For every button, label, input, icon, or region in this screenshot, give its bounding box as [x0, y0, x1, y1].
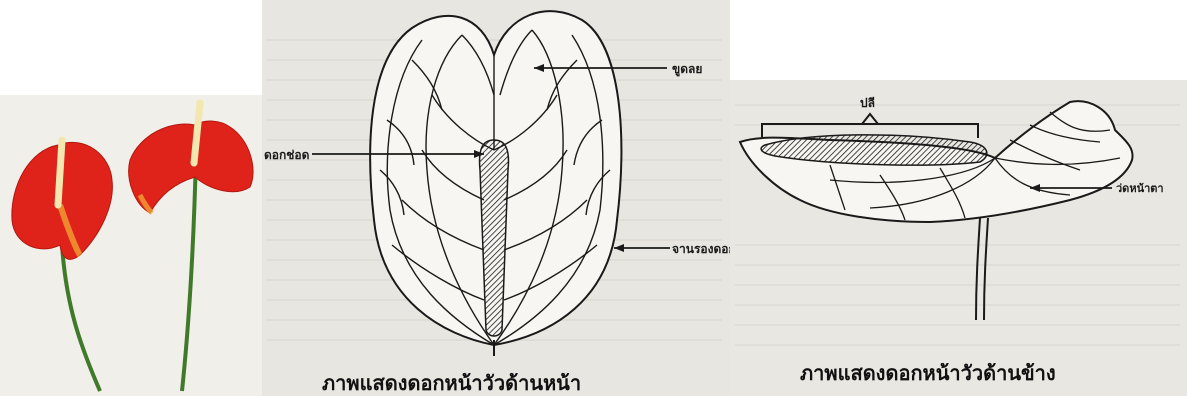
left-spadix — [58, 140, 62, 205]
front-view-diagram: ขูดลย ดอกช่อด จานรองดอก ภาพแสดงดอกหน้าวั… — [262, 0, 730, 396]
label-spathe: จานรองดอก — [672, 242, 730, 256]
label-spadix: ดอกช่อด — [264, 148, 310, 162]
side-label-spathe: ว่ดหน้าตา — [1116, 182, 1164, 195]
front-view-caption: ภาพแสดงดอกหน้าวัวด้านหน้า — [322, 371, 581, 395]
side-view-panel: ปลี ว่ดหน้าตา ภาพแสดงดอกหน้าวัวด้านข้าง — [730, 80, 1187, 396]
right-spathe — [129, 121, 253, 213]
anthurium-photo — [0, 95, 262, 396]
right-stem — [182, 155, 196, 391]
label-spathe-tip: ขูดลย — [672, 62, 702, 77]
side-view-diagram: ปลี ว่ดหน้าตา ภาพแสดงดอกหน้าวัวด้านข้าง — [730, 80, 1187, 396]
left-stem — [62, 245, 100, 391]
side-label-spadix: ปลี — [860, 96, 875, 110]
front-view-panel: ขูดลย ดอกช่อด จานรองดอก ภาพแสดงดอกหน้าวั… — [262, 0, 730, 396]
anthurium-photo-drawing — [0, 95, 262, 396]
side-view-caption: ภาพแสดงดอกหน้าวัวด้านข้าง — [800, 361, 1056, 385]
spadix-bracket-tip — [862, 114, 878, 124]
